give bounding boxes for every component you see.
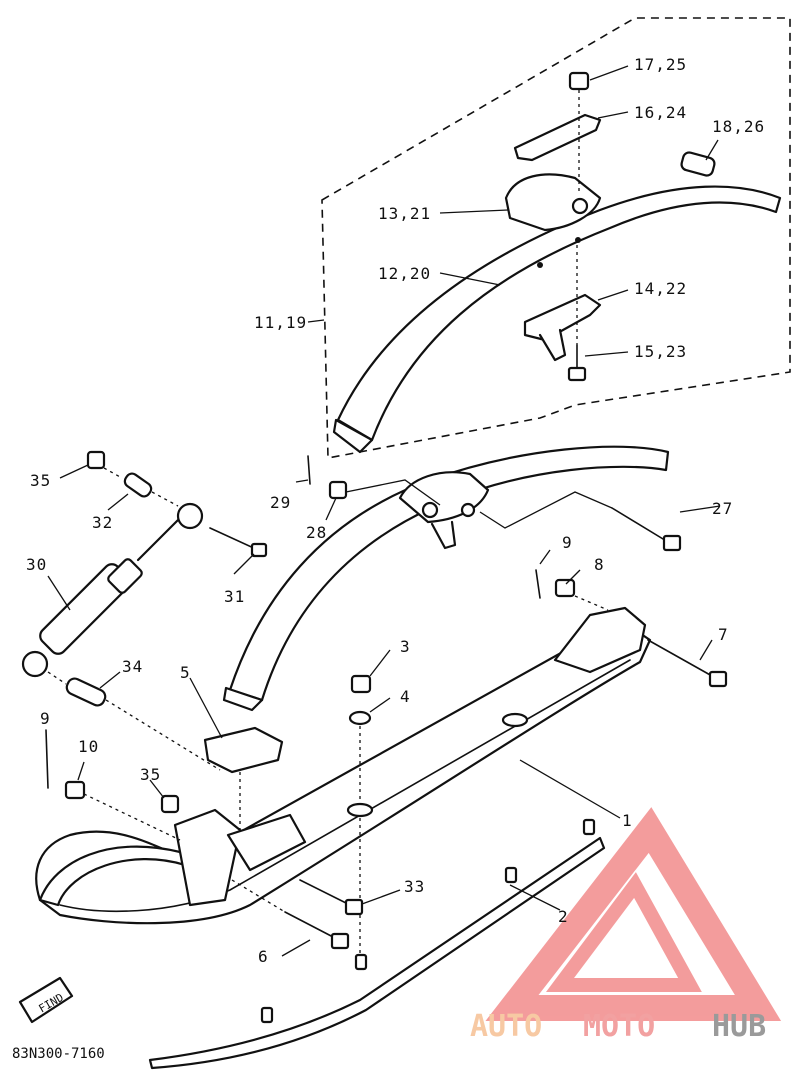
- callout-12-20: 12,20: [378, 264, 431, 283]
- callout-30: 30: [26, 555, 47, 574]
- callout-35-top: 35: [30, 471, 51, 490]
- callout-16-24: 16,24: [634, 103, 687, 122]
- collar-34: [47, 671, 221, 771]
- callout-32: 32: [92, 513, 113, 532]
- shock-absorber: [21, 450, 268, 678]
- catalog-code: 83N300-7160: [12, 1046, 105, 1062]
- callout-8: 8: [594, 555, 605, 574]
- inset-dashed-frame: [321, 17, 791, 459]
- callout-7: 7: [718, 625, 729, 644]
- collar: [680, 151, 716, 177]
- runner: [148, 818, 606, 1070]
- find-tag: FIND: [18, 976, 74, 1024]
- nut-washer: [348, 674, 372, 955]
- upper-leaf-spring: [332, 185, 782, 454]
- callout-3: 3: [400, 637, 411, 656]
- callout-27: 27: [712, 499, 733, 518]
- main-leaf-spring: [222, 445, 670, 712]
- callout-9-right: 9: [562, 533, 573, 552]
- watermark-hub: HUB: [712, 1009, 766, 1044]
- callout-34: 34: [122, 657, 143, 676]
- bolt-7: [535, 569, 728, 688]
- callout-35-bottom: 35: [140, 765, 161, 784]
- callout-1: 1: [622, 811, 633, 830]
- pin-29: [307, 455, 441, 506]
- watermark-logo: [485, 807, 782, 1021]
- left-fasteners: [45, 729, 181, 841]
- callout-33: 33: [404, 877, 425, 896]
- callout-11-19: 11,19: [254, 313, 307, 332]
- lower-plate: [523, 245, 602, 382]
- callout-4: 4: [400, 687, 411, 706]
- callout-31: 31: [224, 587, 245, 606]
- bolts-6-33: [231, 879, 364, 950]
- callout-17-25: 17,25: [634, 55, 687, 74]
- callout-15-23: 15,23: [634, 342, 687, 361]
- callout-labels: 17,25 16,24 18,26 13,21 12,20 14,22 11,1…: [26, 55, 765, 966]
- callout-14-22: 14,22: [634, 279, 687, 298]
- callout-13-21: 13,21: [378, 204, 431, 223]
- callout-2: 2: [558, 907, 569, 926]
- callout-29: 29: [270, 493, 291, 512]
- bolt-27: [479, 491, 682, 552]
- callout-10: 10: [78, 737, 99, 756]
- callout-28: 28: [306, 523, 327, 542]
- watermark-text: AUTO MOTO HUB: [470, 1009, 766, 1044]
- spring-seat-upper: [504, 173, 602, 232]
- bracket-5: [203, 726, 284, 835]
- leader-lines: [47, 65, 721, 957]
- watermark-moto: MOTO: [583, 1009, 655, 1044]
- clamp-plate: [513, 71, 602, 195]
- callout-18-26: 18,26: [712, 117, 765, 136]
- ski: [35, 606, 652, 925]
- callout-9-left: 9: [40, 709, 51, 728]
- callout-5: 5: [180, 663, 191, 682]
- callout-6: 6: [258, 947, 269, 966]
- watermark-auto: AUTO: [470, 1009, 542, 1044]
